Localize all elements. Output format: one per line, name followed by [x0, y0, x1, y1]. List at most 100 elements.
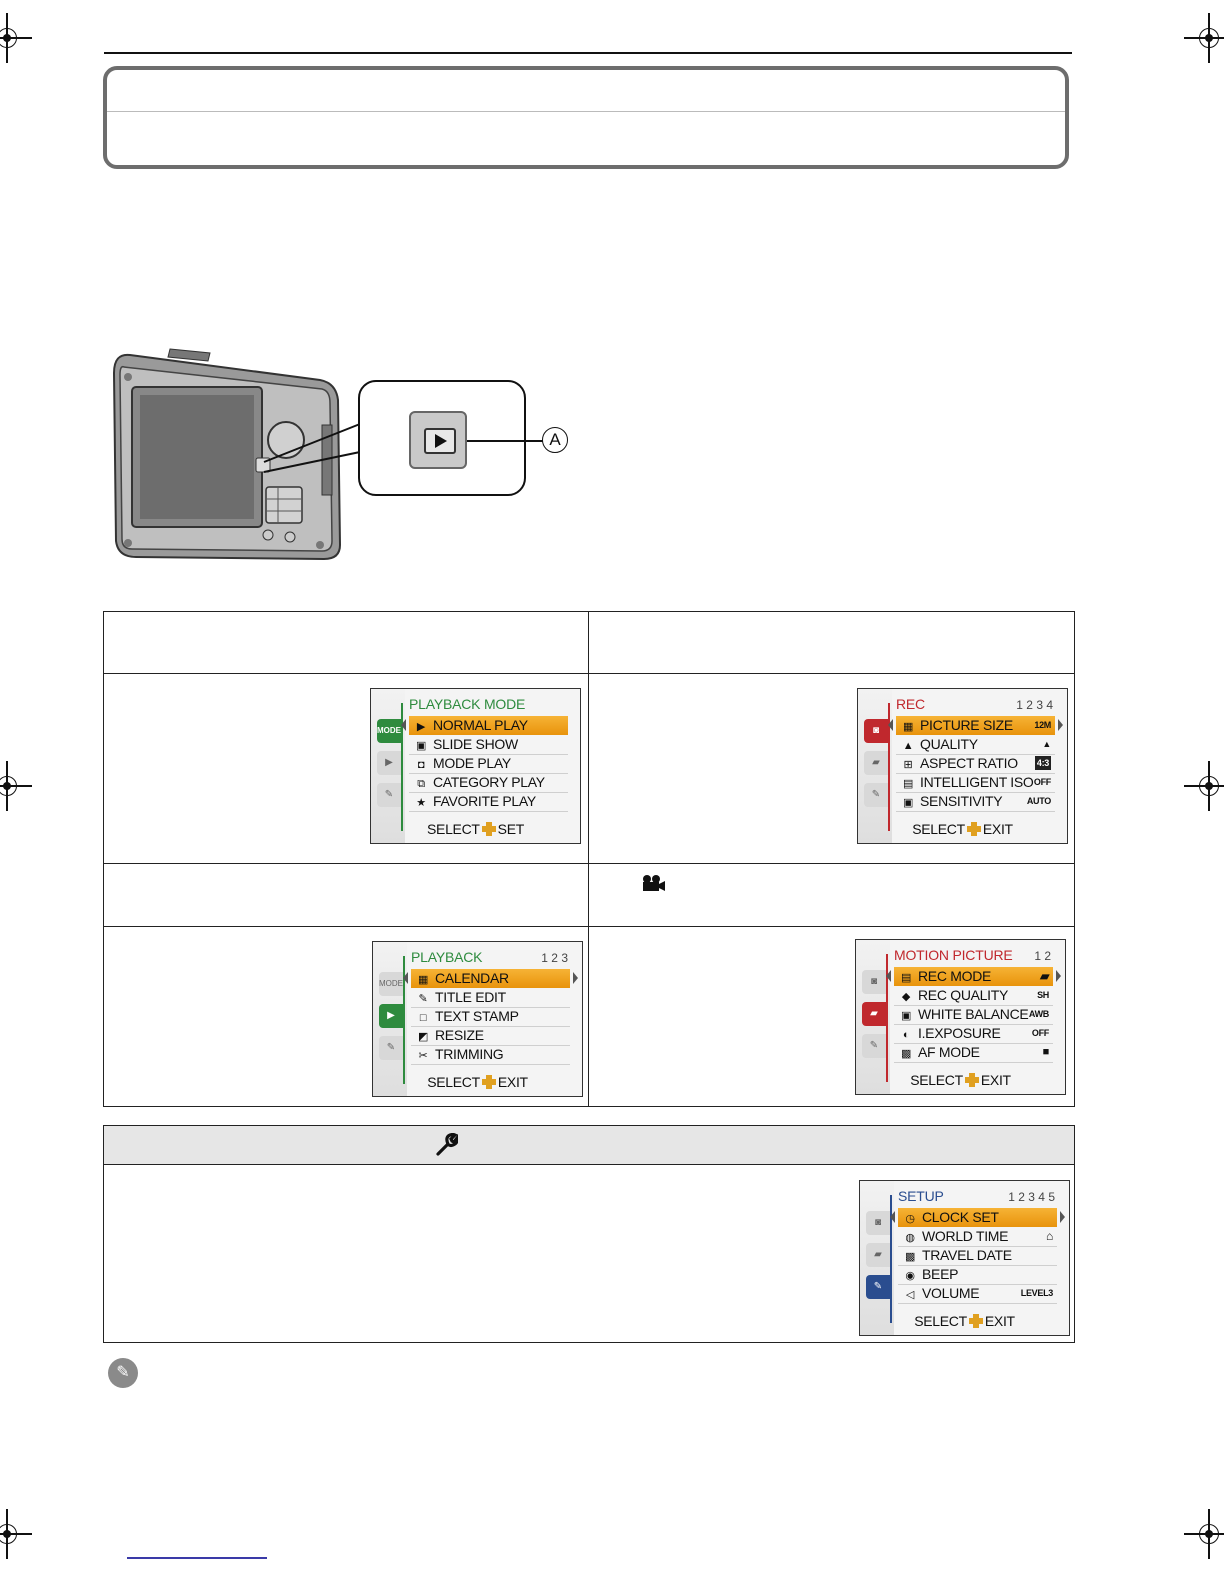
movie-camera-icon: ▰: [872, 757, 880, 768]
title-box-divider: [107, 111, 1065, 112]
menu-item-label: BEEP: [922, 1266, 959, 1282]
page-indicator: 1 2 3: [541, 951, 568, 965]
menu-item-label: WHITE BALANCE: [918, 1006, 1029, 1022]
note-pencil-icon: ✎: [108, 1358, 138, 1388]
footer-select-label: SELECT: [912, 821, 965, 837]
menu-item-label: PICTURE SIZE: [920, 717, 1013, 733]
footer-link-underline: [127, 1557, 267, 1559]
menu-item-label: QUALITY: [920, 736, 978, 752]
title-edit-icon: ✎: [418, 993, 428, 1005]
registration-mark-icon: [1184, 1509, 1224, 1559]
tab-setup[interactable]: ✎: [864, 783, 888, 807]
movie-camera-icon: [643, 875, 665, 891]
menu-item-quality[interactable]: ▲QUALITY▲: [896, 735, 1055, 755]
quality-value-icon: ▲: [1042, 739, 1051, 749]
wb-icon: ▣: [900, 1010, 912, 1022]
playback-button[interactable]: [409, 411, 467, 469]
menu-item-label: TRIMMING: [435, 1046, 504, 1062]
menu-item-label: WORLD TIME: [922, 1228, 1009, 1244]
motion-picture-screen: ◙ ▰ ✎ MOTION PICTURE 1 2 ▤REC MODE▰ ◆REC…: [855, 939, 1066, 1095]
registration-mark-icon: [0, 1509, 32, 1559]
scissors-icon: ✂: [418, 1050, 428, 1062]
menu-item-normal-play[interactable]: ▶NORMAL PLAY: [409, 716, 568, 735]
tab-setup[interactable]: ✎: [379, 1036, 403, 1060]
footer-action-label: SET: [497, 821, 525, 837]
menu-item-clock-set[interactable]: ◷CLOCK SET: [898, 1208, 1057, 1227]
menu-item-beep[interactable]: ◉BEEP: [898, 1265, 1057, 1285]
iso-icon: ▣: [902, 797, 914, 809]
menu-item-world-time[interactable]: ◍ WORLD TIME ⌂: [898, 1227, 1057, 1247]
wrench-icon: [436, 1133, 458, 1156]
menu-title: SETUP: [898, 1188, 944, 1204]
movie-camera-icon: ▰: [870, 1008, 878, 1019]
menu-item-label: SLIDE SHOW: [433, 736, 518, 752]
tab-playback[interactable]: ▶: [377, 751, 401, 775]
menu-item-travel-date[interactable]: ▩TRAVEL DATE: [898, 1246, 1057, 1266]
page-indicator: 1 2 3 4 5: [1008, 1190, 1055, 1204]
menu-item-label: REC MODE: [918, 968, 992, 984]
menu-item-title-edit[interactable]: ✎ TITLE EDIT: [411, 988, 570, 1008]
menu-item-rec-mode[interactable]: ▤REC MODE▰: [894, 967, 1053, 986]
tab-rec[interactable]: ◙: [864, 719, 888, 743]
menu-title: PLAYBACK: [411, 949, 483, 965]
tab-setup[interactable]: ✎: [862, 1034, 886, 1058]
menu-item-af-mode[interactable]: ▩AF MODE■: [894, 1043, 1053, 1063]
setup-header-row: [104, 1126, 1074, 1165]
callout-leader-line: [467, 440, 543, 442]
tab-motion-picture[interactable]: ▰: [862, 1002, 886, 1026]
menu-item-label: RESIZE: [435, 1027, 484, 1043]
menu-item-resize[interactable]: ◩RESIZE: [411, 1026, 570, 1046]
header-cell: [103, 863, 589, 927]
tab-mode[interactable]: MODE: [377, 719, 401, 743]
tab-setup[interactable]: ✎: [377, 783, 401, 807]
camera-icon: ◙: [874, 1217, 882, 1228]
menu-item-trimming[interactable]: ✂ TRIMMING: [411, 1045, 570, 1065]
tab-motion-picture[interactable]: ▰: [866, 1243, 890, 1267]
clock-icon: ◷: [905, 1213, 915, 1225]
menu-item-label: CATEGORY PLAY: [433, 774, 545, 790]
header-cell: [103, 611, 589, 674]
menu-title: PLAYBACK MODE: [409, 696, 526, 712]
tab-playback[interactable]: ▶: [379, 1004, 403, 1028]
footer-select-label: SELECT: [427, 821, 480, 837]
setup-screen: ◙ ▰ ✎ SETUP 1 2 3 4 5 ◷CLOCK SET ◍ WORLD …: [859, 1180, 1070, 1336]
menu-item-text-stamp[interactable]: □TEXT STAMP: [411, 1007, 570, 1027]
dpad-icon: [481, 822, 496, 836]
menu-item-category-play[interactable]: ⧉CATEGORY PLAY: [409, 773, 568, 793]
dpad-icon: [481, 1075, 496, 1089]
menu-item-slide-show[interactable]: ▣SLIDE SHOW: [409, 735, 568, 755]
menu-item-label: FAVORITE PLAY: [433, 793, 536, 809]
tab-motion-picture[interactable]: ▰: [864, 751, 888, 775]
aspect-ratio-icon: ⊞: [903, 759, 913, 771]
menu-item-favorite-play[interactable]: ★FAVORITE PLAY: [409, 792, 568, 812]
left-arrow-icon: [890, 1211, 895, 1223]
wrench-icon: ✎: [873, 1281, 883, 1292]
menu-item-label: CALENDAR: [435, 970, 509, 986]
footer-select-label: SELECT: [427, 1074, 480, 1090]
menu-item-mode-play[interactable]: ◘MODE PLAY: [409, 754, 568, 774]
tab-setup[interactable]: ✎: [866, 1275, 890, 1299]
tab-rec[interactable]: ◙: [862, 970, 886, 994]
right-arrow-icon: [1060, 1211, 1065, 1223]
footer-select-label: SELECT: [910, 1072, 963, 1088]
menu-item-label: TITLE EDIT: [435, 989, 506, 1005]
picture-size-icon: ▦: [902, 721, 914, 733]
tab-rec[interactable]: ◙: [866, 1211, 890, 1235]
callout-pointer: [263, 423, 361, 473]
home-icon: ⌂: [1046, 1229, 1053, 1243]
world-time-icon: ◍: [905, 1232, 915, 1244]
wrench-icon: ✎: [869, 1040, 879, 1051]
exposure-icon: ◐: [902, 1029, 910, 1041]
tab-mode[interactable]: MODE: [379, 972, 403, 996]
rec-mode-icon: ▤: [900, 972, 912, 984]
menu-item-calendar[interactable]: ▦CALENDAR: [411, 969, 570, 988]
menu-item-label: VOLUME: [922, 1285, 980, 1301]
